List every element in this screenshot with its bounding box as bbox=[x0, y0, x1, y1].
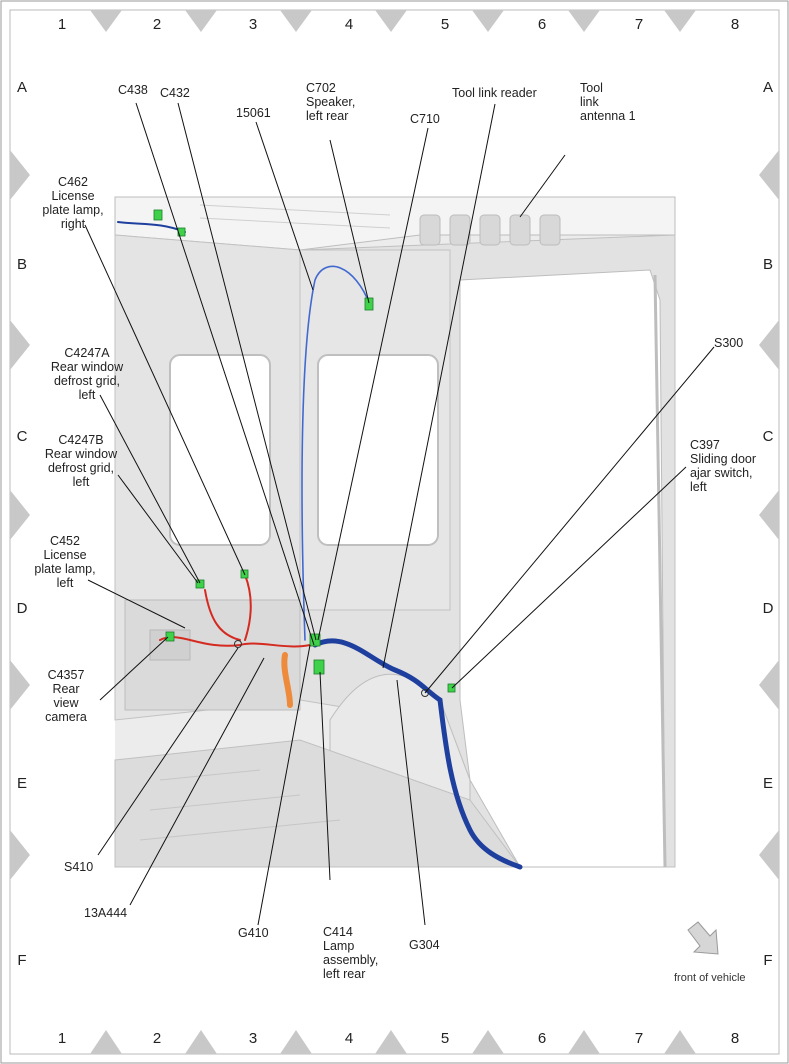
row-label-f-right: F bbox=[763, 952, 773, 969]
callout-c414: C414 Lamp assembly, left rear bbox=[323, 925, 379, 981]
callout-c438: C438 bbox=[118, 83, 148, 97]
callout-g410: G410 bbox=[238, 926, 269, 940]
col-label-4-top: 4 bbox=[344, 16, 354, 33]
callout-c462: C462 License plate lamp, right bbox=[42, 175, 104, 231]
callout-tool-link-antenna: Tool link antenna 1 bbox=[580, 81, 636, 123]
leader-lines bbox=[84, 102, 715, 926]
col-label-7-bottom: 7 bbox=[634, 1030, 644, 1047]
ground-point-s410 bbox=[234, 640, 242, 648]
bottom-triangle-markers bbox=[90, 1030, 696, 1054]
col-label-1-bottom: 1 bbox=[57, 1030, 67, 1047]
callout-15061: 15061 bbox=[236, 106, 271, 120]
callout-c702: C702 Speaker, left rear bbox=[306, 81, 356, 123]
col-label-1-top: 1 bbox=[57, 16, 67, 33]
col-label-3-bottom: 3 bbox=[248, 1030, 258, 1047]
row-label-a-left: A bbox=[16, 79, 27, 96]
right-triangle-markers bbox=[759, 150, 779, 880]
col-label-8-top: 8 bbox=[730, 16, 740, 33]
col-label-6-bottom: 6 bbox=[537, 1030, 547, 1047]
row-label-b-left: B bbox=[16, 256, 27, 273]
col-label-5-bottom: 5 bbox=[440, 1030, 450, 1047]
callout-c4357: C4357 Rear view camera bbox=[45, 668, 87, 724]
orange-harness bbox=[281, 652, 293, 708]
row-label-c-right: C bbox=[762, 428, 774, 445]
col-label-5-top: 5 bbox=[440, 16, 450, 33]
col-label-2-bottom: 2 bbox=[152, 1030, 162, 1047]
row-label-b-right: B bbox=[762, 256, 773, 273]
ground-point-s300 bbox=[421, 689, 429, 697]
col-label-2-top: 2 bbox=[152, 16, 162, 33]
row-label-d-right: D bbox=[762, 600, 774, 617]
front-of-vehicle-arrow-icon bbox=[687, 921, 719, 955]
callout-c4247b: C4247B Rear window defrost grid, left bbox=[44, 433, 118, 489]
callout-c4247a: C4247A Rear window defrost grid, left bbox=[50, 346, 124, 402]
callout-s410: S410 bbox=[64, 860, 94, 874]
callout-c432: C432 bbox=[160, 86, 190, 100]
row-label-c-left: C bbox=[16, 428, 28, 445]
vehicle-interior-illustration bbox=[114, 196, 676, 868]
callout-tool-link-reader: Tool link reader bbox=[452, 86, 537, 100]
col-label-6-top: 6 bbox=[537, 16, 547, 33]
row-label-d-left: D bbox=[16, 600, 28, 617]
callout-s300: S300 bbox=[714, 336, 744, 350]
col-label-8-bottom: 8 bbox=[730, 1030, 740, 1047]
col-label-4-bottom: 4 bbox=[344, 1030, 354, 1047]
top-triangle-markers bbox=[90, 10, 696, 32]
front-of-vehicle-label: front of vehicle bbox=[674, 972, 746, 984]
row-label-e-right: E bbox=[762, 775, 773, 792]
callout-13a444: 13A444 bbox=[84, 906, 128, 920]
red-harness bbox=[159, 574, 311, 648]
callout-g304: G304 bbox=[409, 938, 440, 952]
col-label-7-top: 7 bbox=[634, 16, 644, 33]
callout-c710: C710 bbox=[410, 112, 440, 126]
left-triangle-markers bbox=[10, 150, 30, 880]
row-label-e-left: E bbox=[16, 775, 27, 792]
row-label-f-left: F bbox=[17, 952, 27, 969]
col-label-3-top: 3 bbox=[248, 16, 258, 33]
callout-c397: C397 Sliding door ajar switch, left bbox=[690, 438, 757, 494]
callout-c452: C452 License plate lamp, left bbox=[34, 534, 96, 590]
row-label-a-right: A bbox=[762, 79, 773, 96]
